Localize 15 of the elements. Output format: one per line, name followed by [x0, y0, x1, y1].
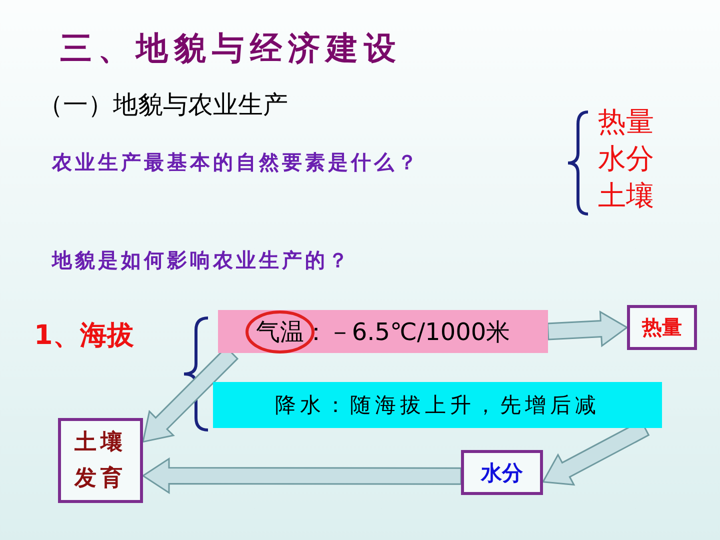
factor-text: 热量 — [598, 108, 654, 136]
result-box: 水分 — [461, 450, 543, 495]
description-box: 降水：随海拔上升，先增后减 — [213, 382, 662, 428]
topic-heading: 1、海拔 — [34, 322, 134, 349]
factor-text: 水分 — [598, 145, 654, 173]
block-arrow — [546, 310, 628, 348]
block-arrow — [142, 457, 462, 494]
question-text: 农业生产最基本的自然要素是什么？ — [52, 152, 420, 172]
section-heading: （一）地貌与农业生产 — [38, 92, 288, 117]
result-box: 热量 — [627, 305, 697, 350]
slide-title: 三、地貌与经济建设 — [60, 32, 402, 64]
result-box: 土壤发育 — [58, 418, 143, 503]
formula-box: 气温：－6.5℃/1000米 — [218, 310, 548, 353]
question-text: 地貌是如何影响农业生产的？ — [52, 250, 351, 270]
factor-text: 土壤 — [598, 182, 654, 210]
